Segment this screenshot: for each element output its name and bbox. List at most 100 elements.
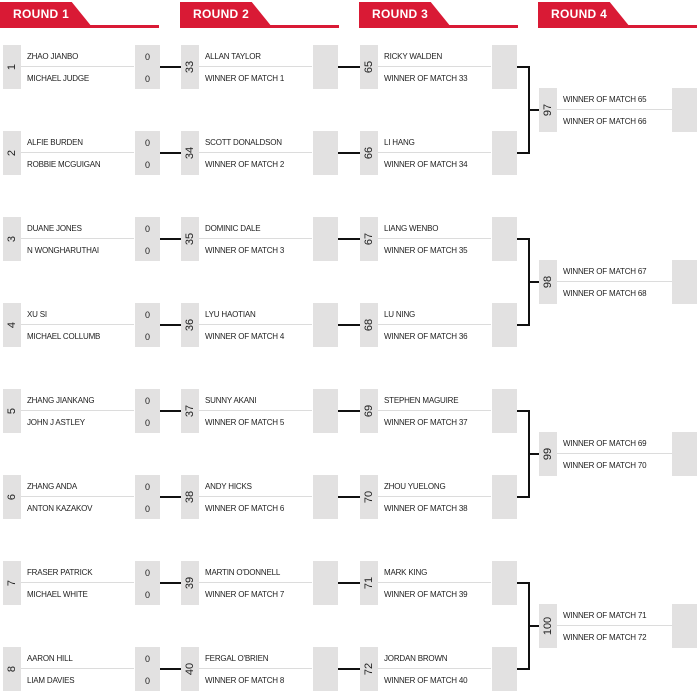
player-2: WINNER OF MATCH 72 bbox=[563, 633, 647, 642]
match-38[interactable]: 38 ANDY HICKS WINNER OF MATCH 6 bbox=[181, 475, 338, 519]
score-box bbox=[672, 260, 697, 304]
match-number: 97 bbox=[539, 88, 557, 132]
player-1: AARON HILL bbox=[27, 654, 73, 663]
match-69[interactable]: 69 STEPHEN MAGUIRE WINNER OF MATCH 37 bbox=[360, 389, 517, 433]
player-2: WINNER OF MATCH 36 bbox=[384, 332, 468, 341]
match-35[interactable]: 35 DOMINIC DALE WINNER OF MATCH 3 bbox=[181, 217, 338, 261]
divider bbox=[378, 152, 491, 153]
connector bbox=[160, 152, 181, 154]
match-number: 66 bbox=[360, 131, 378, 175]
score-2: 0 bbox=[144, 590, 150, 600]
match-number: 71 bbox=[360, 561, 378, 605]
connector bbox=[338, 66, 360, 68]
divider bbox=[199, 496, 312, 497]
round-4-header: ROUND 4 bbox=[538, 0, 697, 29]
player-1: XU SI bbox=[27, 310, 47, 319]
match-72[interactable]: 72 JORDAN BROWN WINNER OF MATCH 40 bbox=[360, 647, 517, 691]
player-1: LIANG WENBO bbox=[384, 224, 439, 233]
player-1: ZHANG JIANKANG bbox=[27, 396, 95, 405]
score-2: 0 bbox=[144, 160, 150, 170]
player-1: WINNER OF MATCH 69 bbox=[563, 439, 647, 448]
match-39[interactable]: 39 MARTIN O'DONNELL WINNER OF MATCH 7 bbox=[181, 561, 338, 605]
score-box bbox=[313, 303, 338, 347]
connector bbox=[338, 496, 360, 498]
divider bbox=[199, 324, 312, 325]
match-number: 5 bbox=[3, 389, 21, 433]
match-number: 100 bbox=[539, 604, 557, 648]
connector bbox=[338, 410, 360, 412]
player-2: LIAM DAVIES bbox=[27, 676, 75, 685]
divider bbox=[378, 410, 491, 411]
score-1: 0 bbox=[144, 224, 150, 234]
score-box bbox=[672, 604, 697, 648]
player-2: WINNER OF MATCH 2 bbox=[205, 160, 285, 169]
divider bbox=[21, 238, 134, 239]
connector bbox=[528, 453, 539, 455]
match-97[interactable]: 97 WINNER OF MATCH 65 WINNER OF MATCH 66 bbox=[539, 88, 697, 132]
match-37[interactable]: 37 SUNNY AKANI WINNER OF MATCH 5 bbox=[181, 389, 338, 433]
match-71[interactable]: 71 MARK KING WINNER OF MATCH 39 bbox=[360, 561, 517, 605]
match-98[interactable]: 98 WINNER OF MATCH 67 WINNER OF MATCH 68 bbox=[539, 260, 697, 304]
score-box bbox=[672, 88, 697, 132]
match-67[interactable]: 67 LIANG WENBO WINNER OF MATCH 35 bbox=[360, 217, 517, 261]
match-number: 3 bbox=[3, 217, 21, 261]
match-68[interactable]: 68 LU NING WINNER OF MATCH 36 bbox=[360, 303, 517, 347]
match-70[interactable]: 70 ZHOU YUELONG WINNER OF MATCH 38 bbox=[360, 475, 517, 519]
round-label: ROUND 1 bbox=[13, 7, 70, 21]
divider bbox=[21, 152, 134, 153]
match-36[interactable]: 36 LYU HAOTIAN WINNER OF MATCH 4 bbox=[181, 303, 338, 347]
player-1: ZHAO JIANBO bbox=[27, 52, 79, 61]
player-1: FERGAL O'BRIEN bbox=[205, 654, 269, 663]
match-65[interactable]: 65 RICKY WALDEN WINNER OF MATCH 33 bbox=[360, 45, 517, 89]
player-2: WINNER OF MATCH 40 bbox=[384, 676, 468, 685]
player-2: WINNER OF MATCH 1 bbox=[205, 74, 285, 83]
player-1: WINNER OF MATCH 67 bbox=[563, 267, 647, 276]
divider bbox=[199, 410, 312, 411]
divider bbox=[378, 324, 491, 325]
score-2: 0 bbox=[144, 676, 150, 686]
match-40[interactable]: 40 FERGAL O'BRIEN WINNER OF MATCH 8 bbox=[181, 647, 338, 691]
player-2: MICHAEL WHITE bbox=[27, 590, 88, 599]
divider bbox=[378, 582, 491, 583]
round-underline bbox=[359, 25, 518, 28]
match-100[interactable]: 100 WINNER OF MATCH 71 WINNER OF MATCH 7… bbox=[539, 604, 697, 648]
match-34[interactable]: 34 SCOTT DONALDSON WINNER OF MATCH 2 bbox=[181, 131, 338, 175]
round-underline bbox=[538, 25, 697, 28]
divider bbox=[199, 238, 312, 239]
match-33[interactable]: 33 ALLAN TAYLOR WINNER OF MATCH 1 bbox=[181, 45, 338, 89]
match-99[interactable]: 99 WINNER OF MATCH 69 WINNER OF MATCH 70 bbox=[539, 432, 697, 476]
connector bbox=[528, 281, 539, 283]
score-box bbox=[492, 303, 517, 347]
connector bbox=[517, 668, 529, 670]
player-2: WINNER OF MATCH 70 bbox=[563, 461, 647, 470]
divider bbox=[557, 281, 672, 282]
match-number: 69 bbox=[360, 389, 378, 433]
player-1: LI HANG bbox=[384, 138, 415, 147]
player-2: WINNER OF MATCH 38 bbox=[384, 504, 468, 513]
player-1: MARTIN O'DONNELL bbox=[205, 568, 281, 577]
player-1: JORDAN BROWN bbox=[384, 654, 448, 663]
score-box bbox=[313, 217, 338, 261]
divider bbox=[378, 66, 491, 67]
player-2: MICHAEL JUDGE bbox=[27, 74, 90, 83]
player-1: LYU HAOTIAN bbox=[205, 310, 256, 319]
connector bbox=[528, 625, 539, 627]
round-2-header: ROUND 2 bbox=[180, 0, 339, 29]
match-66[interactable]: 66 LI HANG WINNER OF MATCH 34 bbox=[360, 131, 517, 175]
connector bbox=[160, 496, 181, 498]
score-1: 0 bbox=[144, 482, 150, 492]
player-1: MARK KING bbox=[384, 568, 428, 577]
player-1: DUANE JONES bbox=[27, 224, 82, 233]
player-1: FRASER PATRICK bbox=[27, 568, 93, 577]
